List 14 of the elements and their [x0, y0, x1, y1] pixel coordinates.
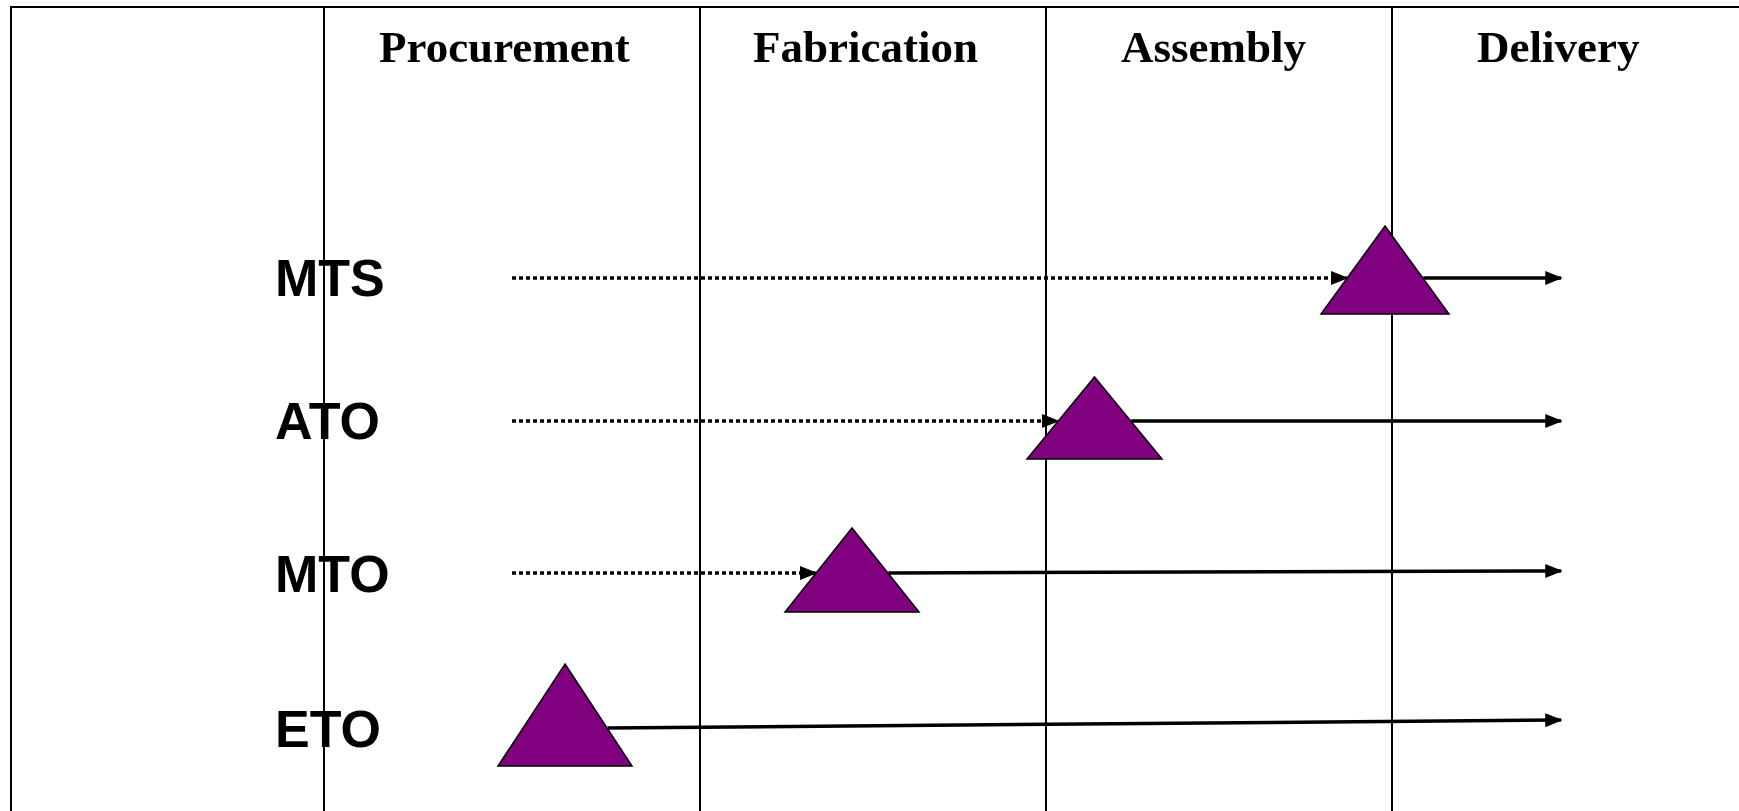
triangle-marker — [497, 663, 633, 767]
column-header: Procurement — [379, 25, 630, 70]
dotted-arrow — [512, 566, 818, 580]
arrow — [1131, 414, 1563, 428]
dotted-arrow — [512, 271, 1349, 285]
triangle-marker — [784, 527, 920, 613]
column-header: Assembly — [1121, 25, 1306, 70]
triangle-marker — [1320, 225, 1450, 315]
triangle-marker — [1026, 376, 1163, 460]
column-header: Delivery — [1477, 25, 1640, 70]
arrow — [1423, 271, 1563, 285]
column-header: Fabrication — [753, 25, 978, 70]
arrow — [888, 564, 1563, 579]
arrow — [607, 713, 1563, 730]
